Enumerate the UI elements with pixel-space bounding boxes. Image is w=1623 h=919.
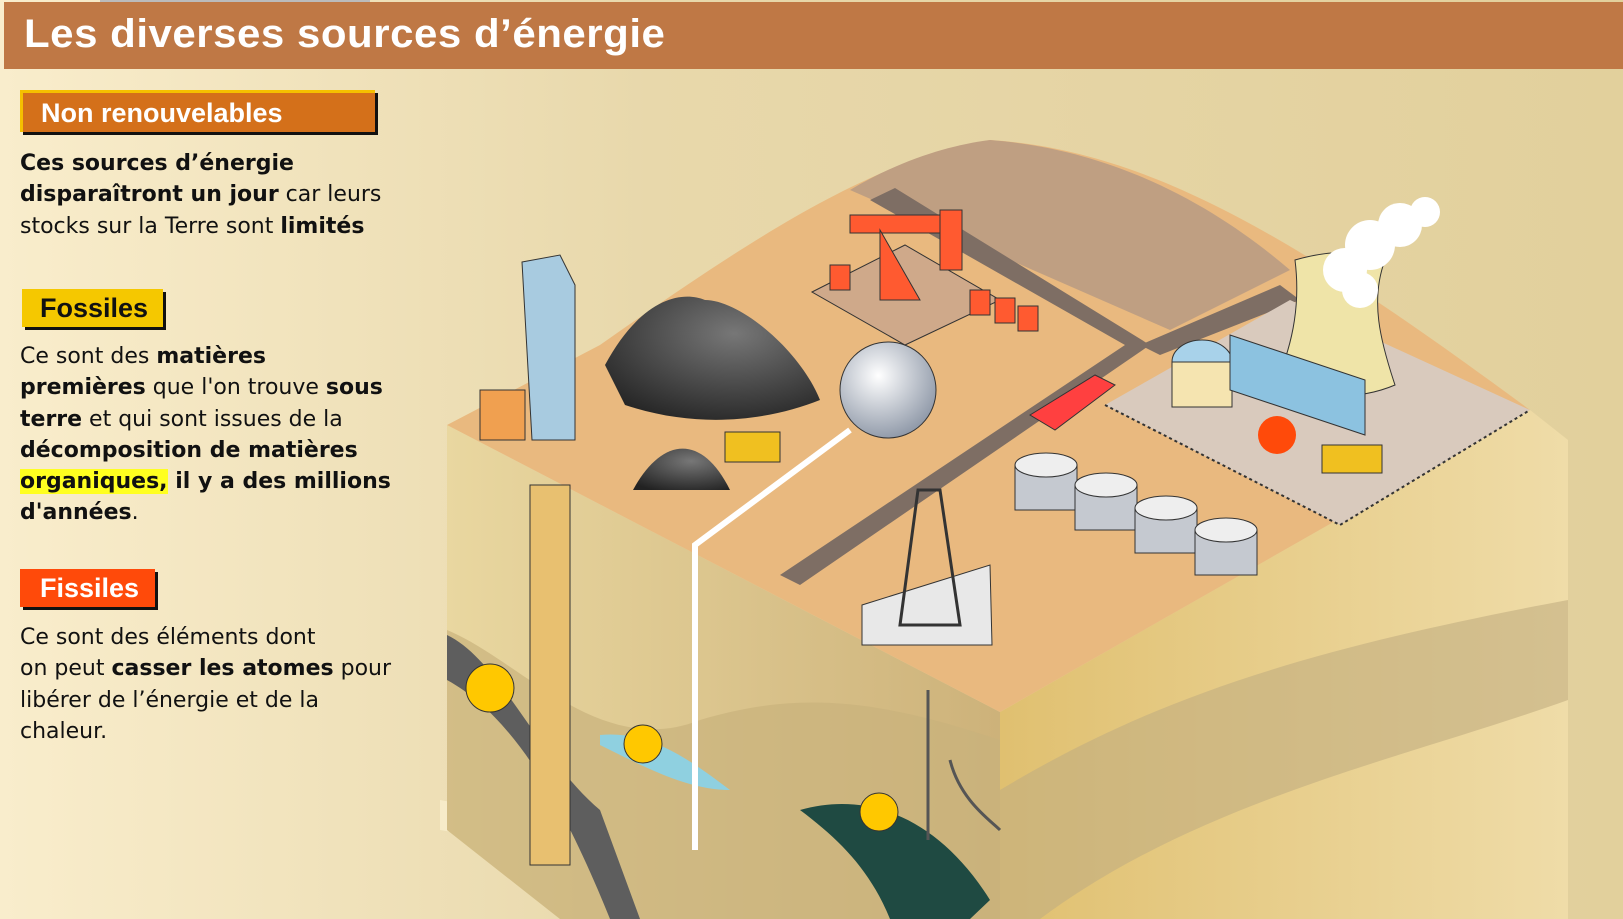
mine-tower [521, 254, 576, 441]
text-segment: limités [280, 213, 365, 239]
text-segment: libérer de l’énergie et de la [20, 687, 319, 713]
text-segment: car leurs [278, 182, 382, 208]
text-fissiles: Ce sont des éléments dont on peut casser … [20, 622, 400, 747]
fissile-sphere [1258, 416, 1296, 454]
oil-derrick-icon [898, 488, 962, 627]
road-branch [1140, 285, 1300, 355]
page-title: Les diverses sources d’énergie [24, 12, 666, 56]
text-segment: sous [325, 375, 383, 401]
hill-top [850, 140, 1290, 330]
text-segment: matières [156, 344, 266, 369]
mine-shaft [529, 484, 571, 866]
oil-pump-icon [849, 209, 963, 301]
text-segment: Ce sont des éléments dont [20, 625, 316, 650]
label-fossiles: Fossiles [22, 289, 163, 327]
text-segment: casser les atomes [111, 656, 334, 682]
coal-pile [605, 296, 820, 420]
text-segment: on peut [20, 656, 112, 682]
text-segment: et qui sont issues de la [82, 406, 343, 432]
excavator-uranium [1321, 444, 1383, 474]
text-segment: . [131, 500, 139, 526]
fissile-deposit [465, 663, 515, 713]
nuclear-building [1229, 334, 1366, 436]
text-line: stocks sur la Terre sont limités [20, 211, 400, 242]
text-line: décomposition de matières [20, 435, 400, 466]
text-line: libérer de l’énergie et de la [20, 685, 400, 716]
text-segment: que l'on trouve [145, 375, 326, 401]
header-bar: Les diverses sources d’énergie [4, 2, 1623, 69]
fissile-deposit [859, 792, 899, 832]
steam-icon [1323, 197, 1440, 308]
text-segment: terre [20, 406, 83, 432]
text-line: Ce sont des éléments dont [20, 622, 400, 653]
text-line: chaleur. [20, 716, 400, 747]
text-line: Ce sont des matières [20, 341, 400, 372]
reactor-base [1171, 361, 1233, 408]
text-segment: premières [20, 375, 146, 401]
text-segment: chaleur. [20, 718, 108, 744]
text-segment: Ces sources d’énergie [20, 151, 294, 176]
text-segment: il y a des millions [167, 469, 391, 495]
text-line: disparaîtront un jour car leurs [20, 179, 400, 210]
storage-tanks [1014, 452, 1258, 576]
text-non-renouvelables: Ces sources d’énergie disparaîtront un jo… [20, 148, 400, 242]
highlighted-text: organiques, [20, 469, 168, 495]
text-segment: d'années [20, 500, 132, 526]
rock-layer-right [1000, 600, 1568, 919]
coal-pile-small [633, 448, 730, 490]
text-line: Ces sources d’énergie [20, 148, 400, 179]
text-line: d'années. [20, 497, 400, 528]
pipeline [692, 427, 852, 850]
text-line: terre et qui sont issues de la [20, 404, 400, 435]
oil-barrels [829, 264, 1039, 332]
text-line: organiques, il y a des millions [20, 466, 400, 497]
tanker-truck [1029, 374, 1116, 431]
text-segment: pour [333, 656, 392, 682]
fissile-deposit [623, 724, 663, 764]
text-segment: disparaîtront un jour [20, 182, 279, 208]
text-segment: décomposition de matières [20, 437, 358, 463]
text-segment: stocks sur la Terre sont [20, 213, 281, 239]
text-line: premières que l'on trouve sous [20, 372, 400, 403]
mine-building [479, 389, 526, 441]
label-fissiles: Fissiles [20, 569, 155, 607]
text-line: on peut casser les atomes pour [20, 653, 400, 684]
text-segment: Ce sont des [20, 344, 157, 369]
oil-pocket [800, 804, 990, 919]
label-non-renouvelables: Non renouvelables [20, 90, 375, 132]
gas-sphere [839, 341, 937, 439]
top-line [100, 0, 370, 2]
drill-pipe [926, 690, 1002, 840]
excavator-coal [724, 431, 781, 463]
